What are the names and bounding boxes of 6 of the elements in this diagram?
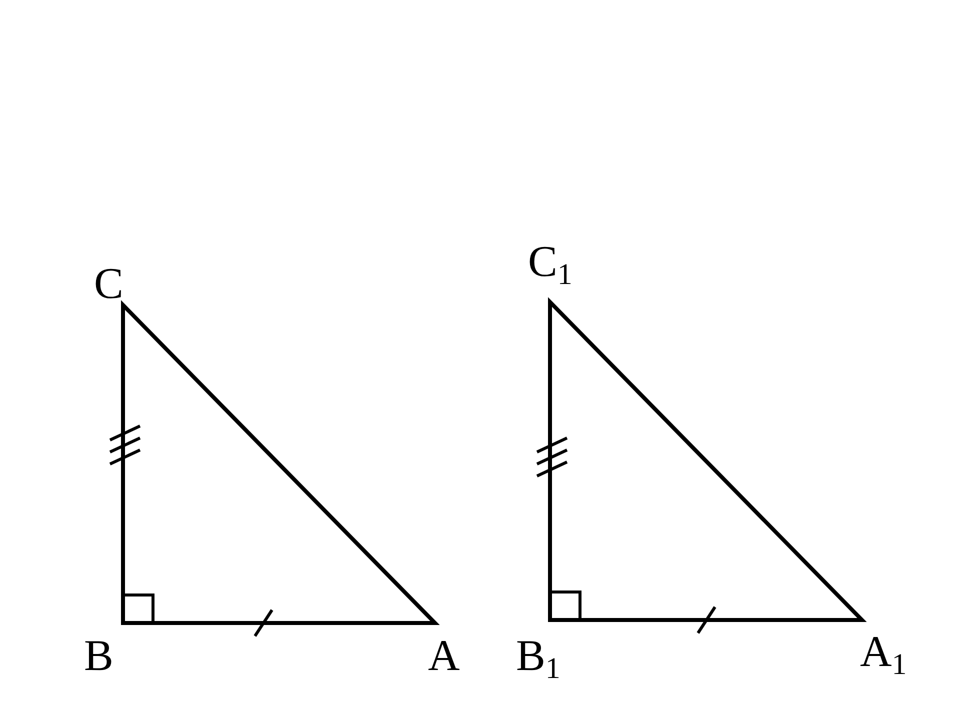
vertex-label: A$_{1}$ <box>860 630 907 680</box>
vertex-label: A <box>428 634 460 678</box>
vertex-label: B$_{1}$ <box>516 634 560 684</box>
vertex-label: C <box>94 262 124 306</box>
vertex-label: B <box>84 634 114 678</box>
vertex-label: C$_{1}$ <box>528 240 572 290</box>
